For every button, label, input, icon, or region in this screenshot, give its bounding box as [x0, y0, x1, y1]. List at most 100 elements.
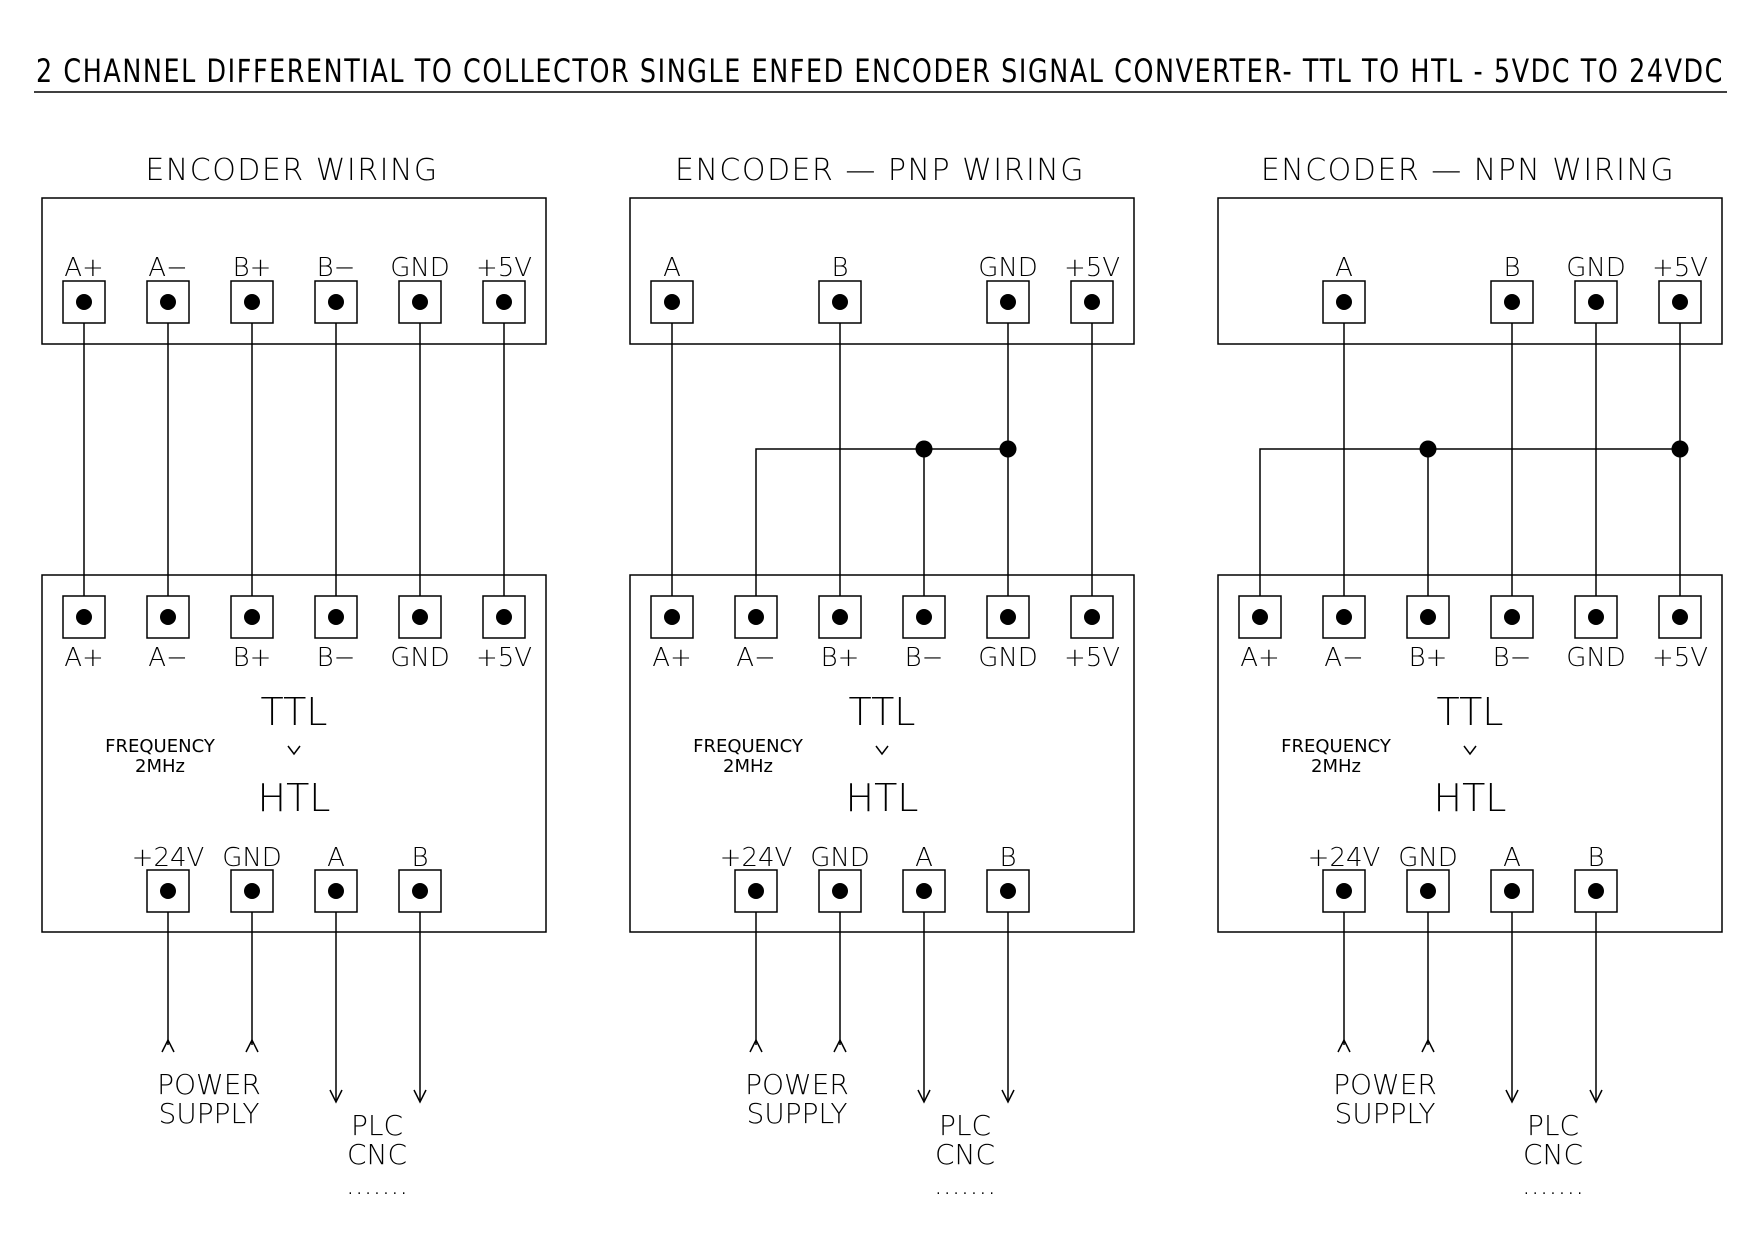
converter-input-terminal-dot [1588, 609, 1604, 625]
encoder-terminal-dot [412, 294, 428, 310]
down-arrow-icon [1589, 1089, 1603, 1104]
plc-label-line3: ....... [1522, 1168, 1584, 1201]
converter-input-label: +5V [1064, 643, 1120, 673]
converter-input-terminal-dot [832, 609, 848, 625]
converter-box [629, 574, 1135, 933]
converter-input-terminal-dot [76, 609, 92, 625]
output-label: GND [222, 843, 282, 873]
panel-3: ENCODER — NPN WIRING A B GND +5V A+ A− B+ B− GND +… [1217, 153, 1723, 1201]
output-label: B [999, 843, 1016, 873]
output-terminal-dot [916, 883, 932, 899]
converter-input-terminal-dot [1084, 609, 1100, 625]
output-terminal-box [146, 869, 190, 913]
output-terminal-dot [1588, 883, 1604, 899]
htl-label: HTL [846, 776, 919, 820]
output-terminal-dot [1504, 883, 1520, 899]
power-supply-label-line2: SUPPLY [158, 1097, 259, 1130]
encoder-terminal-dot [1336, 294, 1352, 310]
junction-dot [1671, 440, 1689, 458]
converter-input-label: B+ [821, 643, 860, 673]
output-label: +24V [720, 843, 793, 873]
output-terminal-dot [1336, 883, 1352, 899]
converter-input-terminal-box [818, 595, 862, 639]
junction-dot [1419, 440, 1437, 458]
plc-label-line1: PLC [939, 1109, 991, 1142]
encoder-terminal-dot [244, 294, 260, 310]
power-supply-label-line1: POWER [157, 1068, 261, 1101]
converter-input-label: B− [317, 643, 356, 673]
converter-input-label: GND [978, 643, 1038, 673]
converter-input-label: A− [1324, 643, 1364, 673]
converter-input-label: +5V [476, 643, 532, 673]
output-terminal-dot [160, 883, 176, 899]
ground-bus-wire [755, 448, 1008, 596]
converter-input-terminal-dot [1252, 609, 1268, 625]
plc-label-line3: ....... [934, 1168, 996, 1201]
encoder-terminal-dot [496, 294, 512, 310]
htl-label: HTL [1434, 776, 1507, 820]
down-arrow-icon [1505, 1089, 1519, 1104]
encoder-box [629, 197, 1135, 345]
junction-dot [999, 440, 1017, 458]
output-label: GND [1398, 843, 1458, 873]
encoder-terminal-dot [664, 294, 680, 310]
converter-input-label: B− [1493, 643, 1532, 673]
conversion-arrow-icon [875, 745, 889, 756]
converter-input-label: GND [1566, 643, 1626, 673]
panels-group: ENCODER WIRING A+ A− B+ B− GND +5V A+ A− B+ B− GND +… [41, 153, 1723, 1201]
output-terminal-dot [1000, 883, 1016, 899]
converter-input-label: A+ [652, 643, 692, 673]
encoder-box [1217, 197, 1723, 345]
converter-box [1217, 574, 1723, 933]
encoder-terminal-dot [328, 294, 344, 310]
power-supply-label-line2: SUPPLY [1334, 1097, 1435, 1130]
encoder-pin-label: A [663, 253, 681, 283]
plc-label-line2: CNC [935, 1138, 995, 1171]
down-arrow-icon [413, 1089, 427, 1104]
encoder-pin-label: +5V [476, 253, 532, 283]
encoder-pin-label: B− [317, 253, 356, 283]
encoder-terminal-dot [1504, 294, 1520, 310]
frequency-label: FREQUENCY [1281, 736, 1392, 757]
converter-input-label: A+ [64, 643, 104, 673]
output-terminal-dot [748, 883, 764, 899]
plc-label-line2: CNC [1523, 1138, 1583, 1171]
panel-1: ENCODER WIRINGA+A−B+B−GND+5VA+A−B+B−GND+… [41, 153, 547, 1201]
encoder-pin-label: +5V [1652, 253, 1708, 283]
encoder-pin-label: B [1503, 253, 1520, 283]
output-label: +24V [1308, 843, 1381, 873]
encoder-terminal-dot [160, 294, 176, 310]
encoder-terminal-dot [1000, 294, 1016, 310]
converter-input-terminal-dot [1336, 609, 1352, 625]
output-label: A [327, 843, 345, 873]
ttl-label: TTL [261, 690, 328, 734]
output-terminal-dot [412, 883, 428, 899]
converter-input-terminal-dot [1000, 609, 1016, 625]
panel-heading: ENCODER — NPN WIRING [1261, 153, 1675, 188]
plc-label-line3: ....... [346, 1168, 408, 1201]
panel-heading: ENCODER WIRING [145, 153, 438, 188]
output-label: +24V [132, 843, 205, 873]
converter-input-terminal-dot [244, 609, 260, 625]
frequency-value: 2MHz [723, 756, 773, 777]
converter-box [41, 574, 547, 933]
plc-label-line1: PLC [351, 1109, 403, 1142]
down-arrow-icon [1001, 1089, 1015, 1104]
encoder-box [41, 197, 547, 345]
panel-heading: ENCODER — PNP WIRING [675, 153, 1085, 188]
converter-input-label: B+ [1409, 643, 1448, 673]
ttl-label: TTL [849, 690, 916, 734]
output-label: B [1587, 843, 1604, 873]
encoder-pin-label: A− [148, 253, 188, 283]
up-arrow-icon [245, 1038, 259, 1053]
output-label: A [1503, 843, 1521, 873]
frequency-label: FREQUENCY [693, 736, 804, 757]
converter-input-label: A+ [1240, 643, 1280, 673]
encoder-terminal-box [1490, 280, 1534, 324]
encoder-terminal-dot [1084, 294, 1100, 310]
output-terminal-dot [1420, 883, 1436, 899]
converter-input-label: GND [390, 643, 450, 673]
down-arrow-icon [329, 1089, 343, 1104]
